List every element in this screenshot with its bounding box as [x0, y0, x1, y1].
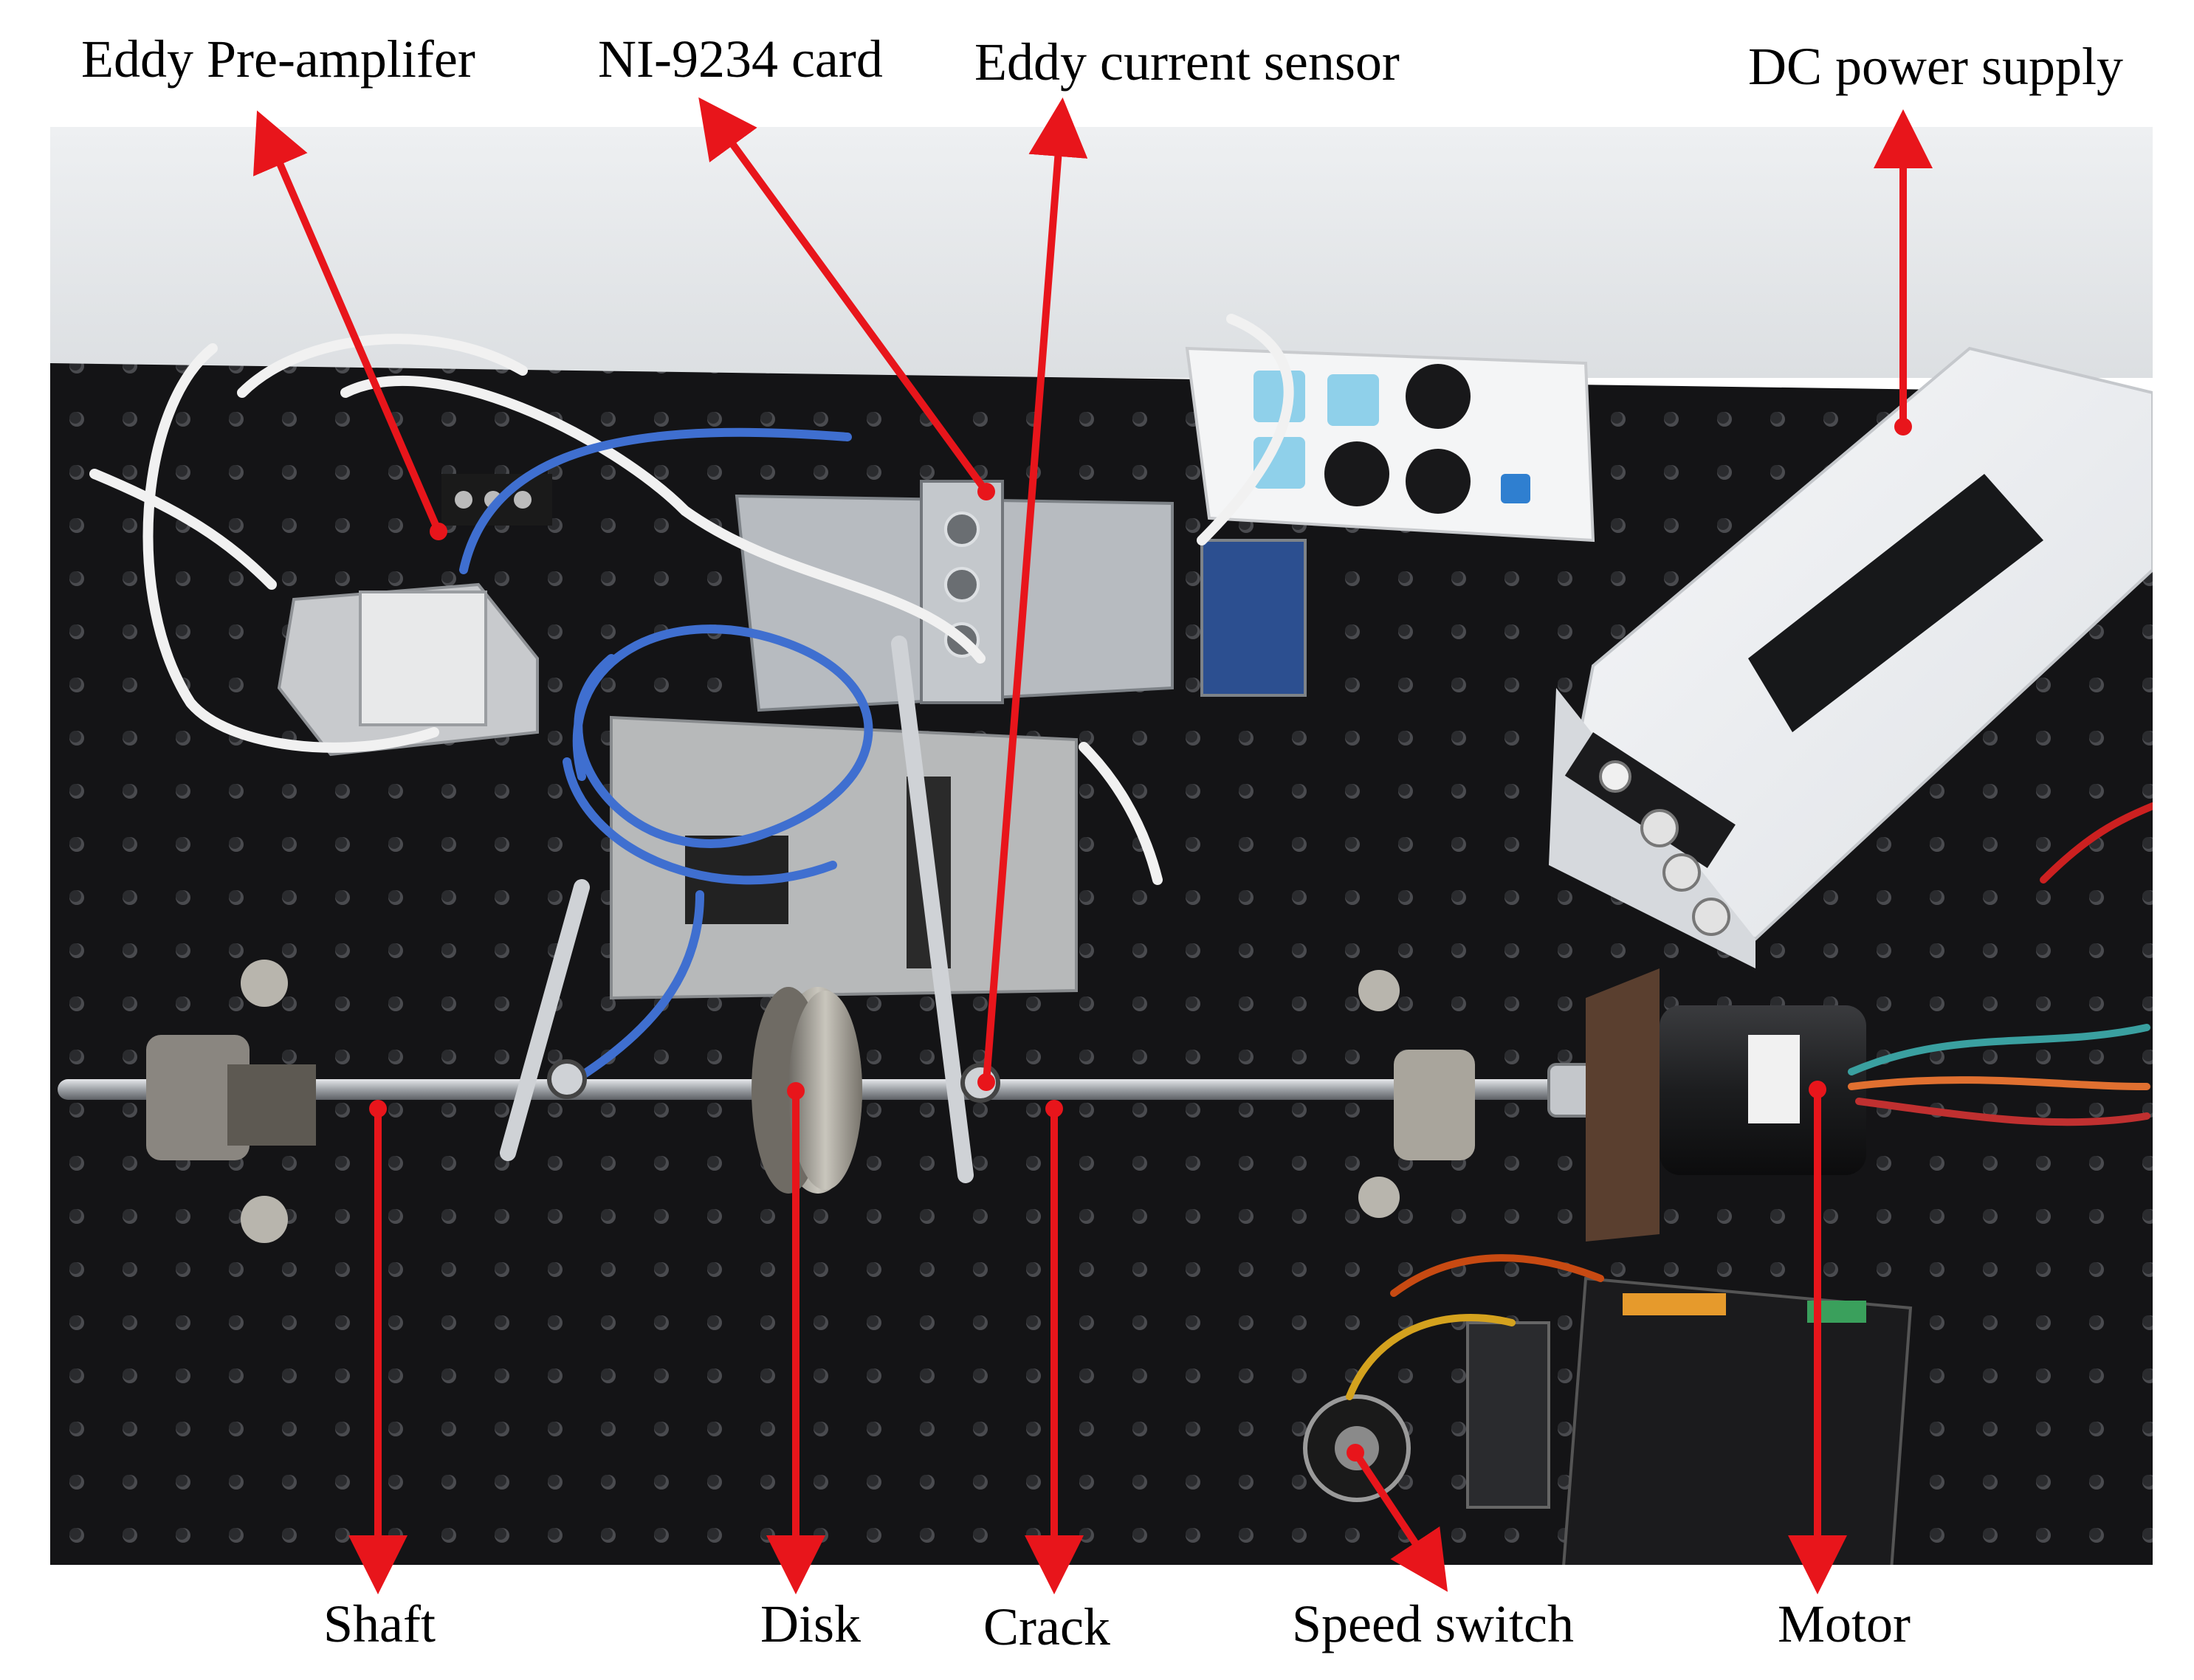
dc-power-supply: [1549, 346, 2153, 968]
ni-9234-card: [735, 480, 1307, 712]
label-ni-9234-card: NI-9234 card: [598, 30, 883, 89]
label-speed-switch: Speed switch: [1292, 1594, 1574, 1653]
power-strip: [1185, 346, 1595, 543]
test-rig-photo: [50, 127, 2153, 1565]
left-bearing: [146, 960, 316, 1243]
arrow-ni-card: [698, 97, 990, 494]
label-crack: Crack: [983, 1597, 1110, 1656]
white-cables: [89, 314, 1294, 885]
arrow-speed-switch: [1352, 1450, 1448, 1592]
label-motor: Motor: [1778, 1594, 1911, 1653]
arrow-preamp: [253, 110, 442, 533]
motor-mount: [1586, 968, 1660, 1242]
label-disk: Disk: [760, 1594, 862, 1653]
label-eddy-current-sensor: Eddy current sensor: [974, 32, 1400, 92]
motor-wires: [1346, 802, 2153, 1400]
terminal-block: [1466, 1321, 1550, 1509]
right-bearing: [1358, 970, 1475, 1218]
label-eddy-pre-amplifier: Eddy Pre-amplifer: [81, 30, 475, 89]
blue-cables: [459, 427, 873, 1098]
label-dc-power-supply: DC power supply: [1748, 37, 2123, 96]
motor-driver: [1562, 1276, 1913, 1565]
eddy-probes: [500, 636, 1000, 1183]
label-shaft: Shaft: [323, 1594, 436, 1653]
arrow-eddy-sensor: [983, 97, 1088, 1083]
